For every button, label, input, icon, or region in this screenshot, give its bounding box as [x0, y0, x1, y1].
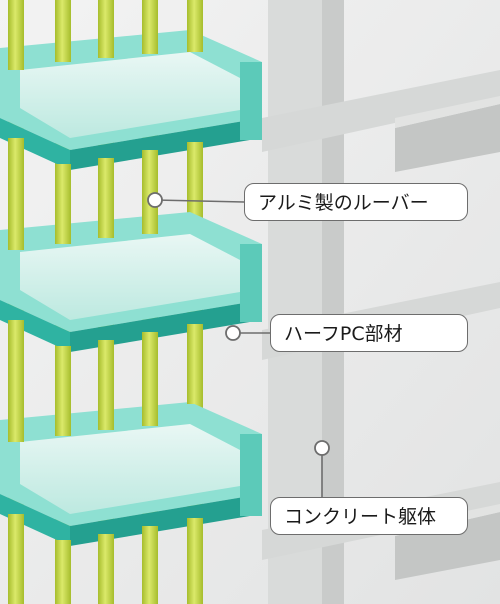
marker-concrete — [314, 440, 330, 456]
callouts — [147, 192, 330, 517]
slab-edge-upper — [395, 104, 500, 172]
leader-louver — [154, 199, 245, 203]
label-concrete-frame: コンクリート躯体 — [270, 497, 468, 535]
label-aluminum-louver: アルミ製のルーバー — [244, 183, 468, 221]
marker-half-pc — [225, 325, 241, 341]
slab-edge-lower — [395, 512, 500, 580]
louver-rods-front — [8, 0, 203, 604]
label-half-pc-member: ハーフPC部材 — [270, 314, 468, 352]
marker-louver — [147, 192, 163, 208]
